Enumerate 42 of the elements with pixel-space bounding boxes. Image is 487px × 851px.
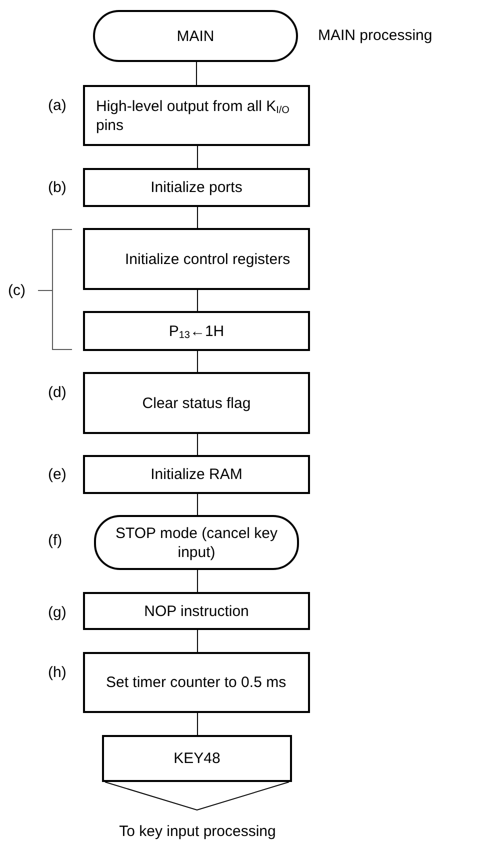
step-label: (a): [48, 96, 66, 115]
step-label: (e): [48, 465, 66, 484]
terminal-shape: [93, 10, 298, 62]
connector-line: [197, 434, 198, 456]
node-text: MAIN: [176, 26, 214, 46]
process-box: [83, 85, 310, 146]
step-label: (h): [48, 663, 66, 682]
off-page-connector: [102, 735, 292, 811]
step-label: (g): [48, 603, 66, 622]
connector-line: [197, 494, 198, 516]
process-box: [83, 311, 310, 351]
node-text: Initialize control registers: [125, 250, 290, 268]
process-box: [83, 372, 310, 434]
node-text: P$_{13}$←1H: [168, 322, 224, 340]
node-text: NOP instruction: [144, 602, 249, 620]
terminal-shape: [94, 515, 299, 570]
process-box: [83, 592, 310, 630]
connector-line: [196, 62, 197, 86]
connector-line: [197, 570, 198, 592]
node-text: Set timer counter to 0.5 ms: [106, 673, 286, 692]
step-label: (d): [48, 383, 66, 402]
node-caption: MAIN processing: [318, 26, 434, 46]
step-label: (b): [48, 178, 66, 197]
process-box: [83, 228, 310, 290]
node-text: STOP mode (cancel key input): [114, 524, 279, 562]
process-box: [83, 168, 310, 207]
node-text: Initialize ports: [150, 178, 242, 197]
node-text: KEY48: [174, 749, 220, 768]
connector-line: [197, 712, 198, 736]
connector-line: [197, 290, 198, 312]
process-box: [83, 652, 310, 713]
connector-line: [197, 146, 198, 168]
step-label: (c): [8, 281, 26, 300]
node-caption: To key input processing: [118, 822, 277, 842]
node-text: High-level output from all K$_{I/O}$ pins: [96, 96, 290, 134]
connector-line: [197, 206, 198, 228]
node-text: Initialize RAM: [150, 465, 242, 484]
connector-line: [197, 350, 198, 372]
node-text: Clear status flag: [142, 394, 251, 412]
step-label: (f): [48, 531, 62, 550]
connector-line: [197, 630, 198, 652]
process-box: [83, 455, 310, 494]
